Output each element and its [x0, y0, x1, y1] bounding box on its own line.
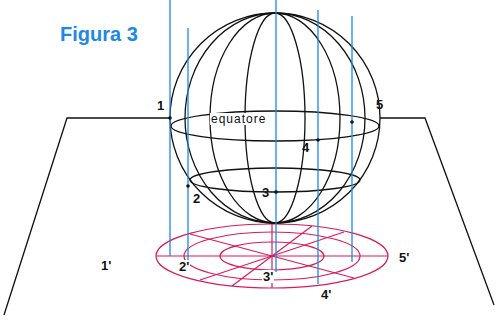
- projection-number: 3': [262, 270, 274, 283]
- projection-number: 5': [398, 251, 410, 264]
- sphere: [170, 13, 380, 223]
- projection-number: 1': [100, 259, 112, 272]
- figure-title: Figura 3: [60, 24, 138, 44]
- projection-number: 2': [178, 260, 190, 273]
- point-number: 1: [157, 99, 164, 112]
- equator-label: equatore: [210, 113, 267, 125]
- projection-plane: [4, 118, 494, 315]
- projection-lines: [170, 0, 352, 284]
- projected-circles: [156, 224, 388, 288]
- point-number: 3: [262, 186, 269, 199]
- point-number: 2: [193, 192, 200, 205]
- projection-number: 4': [320, 288, 332, 301]
- projected-points: [168, 116, 354, 194]
- point-number: 5: [376, 98, 383, 111]
- point-number: 4: [302, 141, 309, 154]
